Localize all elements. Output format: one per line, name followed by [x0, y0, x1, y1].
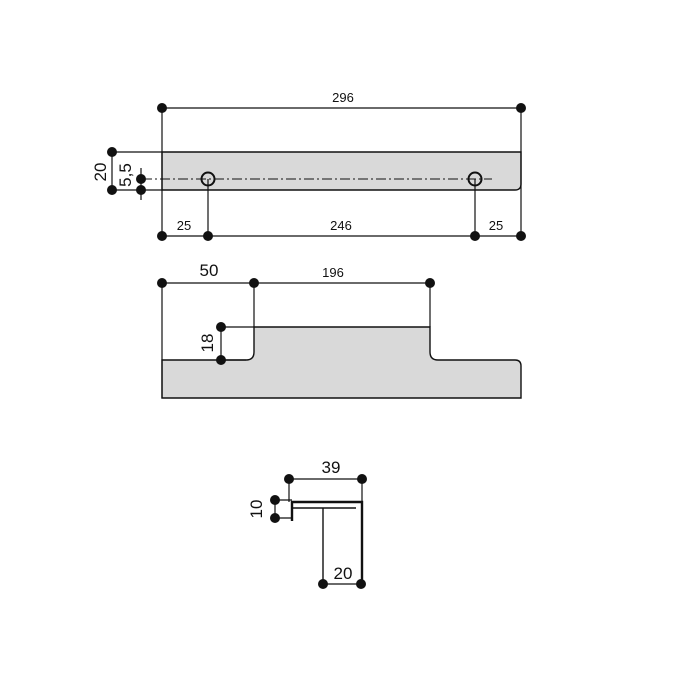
dim-hole-spacing-label: 246 — [330, 218, 352, 233]
dim-height: 20 — [91, 147, 162, 195]
dim-edge-right-label: 25 — [489, 218, 503, 233]
dim-hole-offset: 5,5 — [116, 163, 146, 200]
dim-edge-left-label: 25 — [177, 218, 191, 233]
dim-grip: 50 196 — [157, 261, 435, 398]
dim-section-leg: 20 — [318, 564, 366, 589]
dim-hole-chain: 25 246 25 — [157, 179, 526, 241]
dim-grip-length-label: 196 — [322, 265, 344, 280]
dim-height-label: 20 — [91, 163, 110, 182]
front-view: 50 196 18 — [157, 261, 522, 399]
dim-hole-offset-label: 5,5 — [116, 163, 135, 187]
dim-overall-length-label: 296 — [332, 90, 354, 105]
dim-section-width: 39 — [284, 458, 367, 502]
top-view: 296 20 5,5 25 246 — [91, 90, 526, 241]
dim-grip-depth: 18 — [198, 322, 254, 365]
top-view-body — [161, 151, 522, 191]
section-profile — [290, 500, 364, 584]
front-view-body — [161, 326, 522, 399]
dim-grip-offset-label: 50 — [200, 261, 219, 280]
dim-grip-depth-label: 18 — [198, 334, 217, 353]
dim-section-lip-label: 10 — [247, 500, 266, 519]
section-view: 39 10 20 — [247, 458, 367, 589]
dim-overall-length: 296 — [157, 90, 526, 236]
dim-section-lip: 10 — [247, 495, 292, 523]
dim-section-width-label: 39 — [322, 458, 341, 477]
dim-section-leg-label: 20 — [334, 564, 353, 583]
